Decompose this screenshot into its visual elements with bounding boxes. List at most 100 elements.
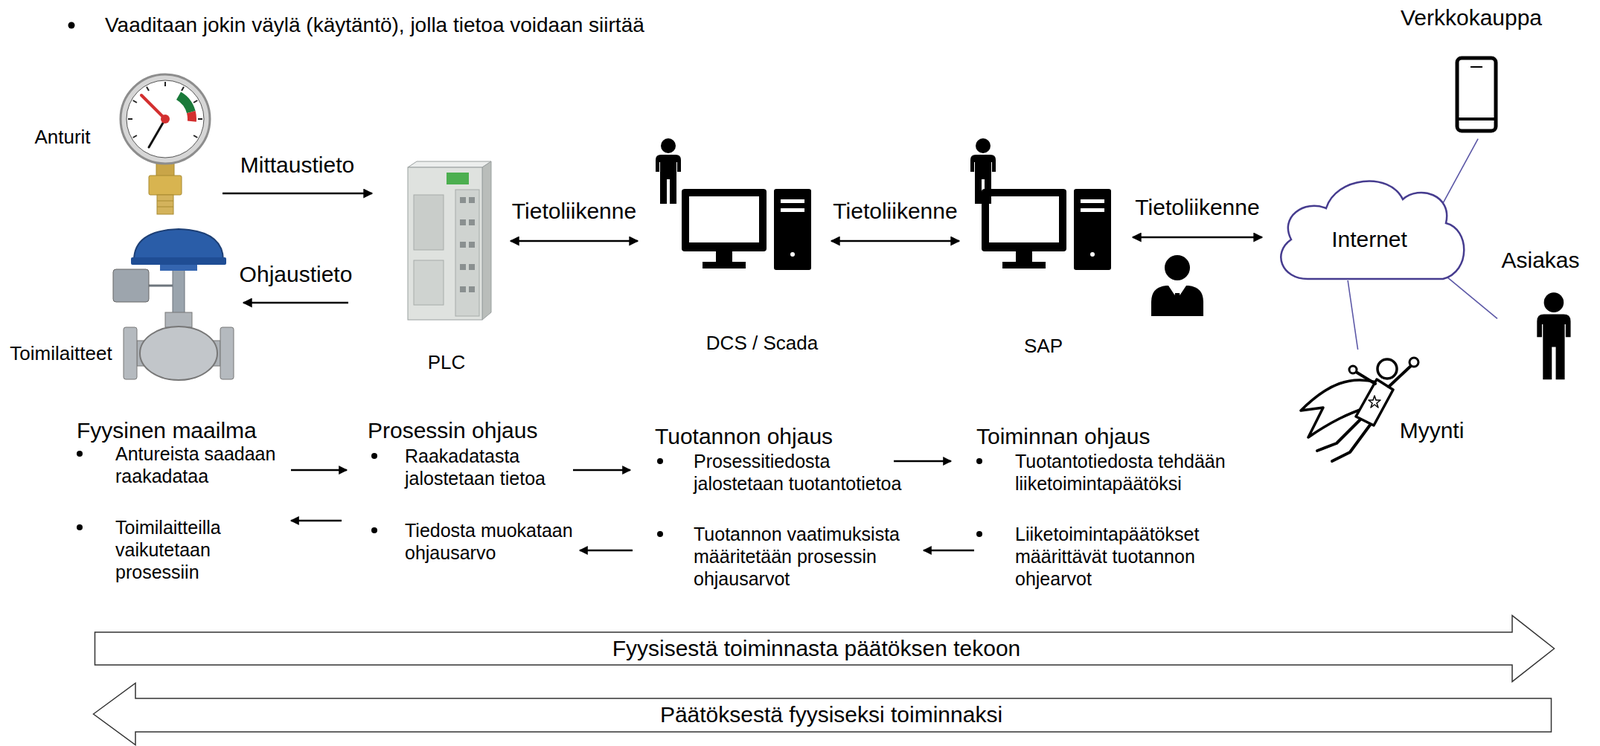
plc-top: [407, 161, 492, 168]
label-anchor: Vaaditaan jokin väylä (käytäntö), jolla …: [104, 12, 645, 38]
label-anchor: Prosessitiedosta jalostetaan tuotantotie…: [693, 450, 910, 495]
computer-icon: [681, 189, 812, 271]
actuator-rim: [130, 257, 227, 265]
gauge-pointer: [141, 95, 166, 120]
edge-label-anchor: Tietoliikenne: [832, 198, 958, 224]
bullet-text: Raakadatasta jalostetaan tietoa: [404, 445, 554, 490]
gauge-tick: [128, 118, 133, 120]
note-text: Vaaditaan jokin väylä (käytäntö), jolla …: [104, 12, 645, 38]
bullet-text: Tuotannon vaatimuksista määritetään pros…: [693, 523, 902, 591]
flow-arrow: [290, 469, 347, 472]
hero-head: [1377, 359, 1397, 379]
connector-line: [1347, 280, 1358, 350]
businessman-tie: [1172, 293, 1182, 315]
terminal: [459, 286, 466, 293]
connector-arrow: [243, 302, 349, 305]
bullet-dot: [76, 524, 83, 531]
bullet-dot: [657, 531, 664, 538]
node-label: Internet: [1331, 226, 1408, 254]
person-icon: [970, 138, 996, 204]
valve-bonnet: [165, 312, 192, 328]
gauge-needle: [148, 119, 166, 148]
edge-label-anchor: Mittaustieto: [240, 152, 355, 178]
label-anchor: Tuotannon vaatimuksista määritetään pros…: [693, 523, 902, 591]
bullet-text: Tuotantotiedosta tehdään liiketoimintapä…: [1015, 450, 1239, 495]
phone-speaker: [1470, 66, 1483, 68]
terminal: [459, 197, 466, 204]
gauge-tick: [193, 100, 198, 103]
band-arrow-path: [95, 616, 1555, 683]
gauge-hub: [160, 114, 170, 124]
column-heading: Prosessin ohjaus: [367, 418, 538, 444]
erp-node: SAP: [963, 133, 1120, 358]
webshop-node: Verkkokauppa: [1391, 3, 1552, 137]
phone-bar: [1457, 117, 1496, 121]
flow-arrow: [290, 520, 342, 523]
bullet-dot: [657, 458, 664, 465]
label-anchor: Toiminnan ohjaus: [976, 424, 1150, 450]
plc-front: [407, 167, 483, 320]
column-heading: Tuotannon ohjaus: [654, 424, 833, 450]
bullet-dot: [976, 458, 983, 465]
terminal-row: [459, 197, 475, 293]
column-heading: Fyysinen maailma: [76, 418, 257, 444]
label-anchor: Tuotantotiedosta tehdään liiketoimintapä…: [1015, 450, 1239, 495]
gauge-tick: [164, 81, 166, 87]
control-valve: [113, 229, 234, 381]
gauge-rim: [120, 74, 210, 164]
node-label: Fyysisestä toiminnasta päätöksen tekoon: [612, 636, 1022, 663]
plc-node: PLC: [394, 156, 499, 376]
bullet-text: Liiketoimintapäätökset määrittävät tuota…: [1015, 523, 1216, 591]
edge-label-anchor: Tietoliikenne: [1134, 194, 1260, 221]
businessman-icon: [1151, 255, 1204, 317]
bullet-dot: [68, 22, 76, 30]
bullet-text: Tiedosta muokataan ohjausarvo: [404, 519, 580, 565]
valve-actuator: [133, 229, 224, 261]
terminal: [468, 264, 475, 271]
label-anchor: Fyysinen maailma: [76, 418, 257, 444]
plc-side: [482, 161, 492, 320]
plc-panel: [413, 194, 444, 251]
plc-module: [407, 161, 492, 320]
actuator-node: Toimilaitteet: [3, 223, 236, 387]
businessman-head: [1164, 255, 1190, 281]
hero-leg: [1332, 424, 1371, 462]
bullet-dot: [976, 531, 983, 538]
computer-icon: [981, 189, 1112, 271]
gauge-red-zone: [186, 110, 197, 123]
gauge-tick: [133, 100, 137, 103]
flow-arrow: [573, 469, 631, 472]
connector-arrow: [222, 192, 373, 195]
gauge-thread: [157, 194, 174, 215]
edge-label: Mittaustieto: [240, 152, 355, 178]
edge-label: Tietoliikenne: [832, 198, 958, 224]
sales-node: Myynti: [1294, 349, 1470, 468]
thread-line: [157, 206, 174, 208]
plc-leds: [446, 172, 469, 185]
terminal: [459, 264, 466, 271]
internet-cloud: Internet: [1270, 171, 1470, 281]
node-label: Anturit: [34, 126, 91, 149]
label-anchor: Tuotannon ohjaus: [654, 424, 833, 450]
flow-arrow: [923, 549, 975, 553]
label-anchor: Tiedosta muokataan ohjausarvo: [404, 519, 580, 565]
flow-arrow: [893, 460, 952, 463]
label-anchor: Antureista saadaan raakadataa: [115, 442, 291, 488]
valve-flange: [220, 327, 234, 380]
customer-icon: [1536, 292, 1571, 380]
connector-arrow: [510, 240, 638, 243]
edge-label: Ohjaustieto: [239, 261, 353, 288]
flow-arrow: [579, 549, 633, 553]
connector-line: [1442, 139, 1478, 204]
edge-label: Tietoliikenne: [512, 198, 637, 224]
node-label: Myynti: [1399, 418, 1465, 445]
scada-node: DCS / Scada: [647, 133, 827, 358]
bullet-dot: [76, 450, 83, 457]
superhero-icon: [1300, 357, 1419, 462]
bullet-dot: [371, 527, 378, 534]
label-anchor: Toimilaitteilla vaikutetaan prosessiin: [115, 516, 265, 584]
bullet-text: Antureista saadaan raakadataa: [115, 442, 291, 488]
phone-body: [1457, 58, 1496, 131]
flow-band-arrow: Päätöksestä fyysiseksi toiminnaksi: [92, 682, 1553, 746]
gauge-tick: [197, 118, 203, 120]
